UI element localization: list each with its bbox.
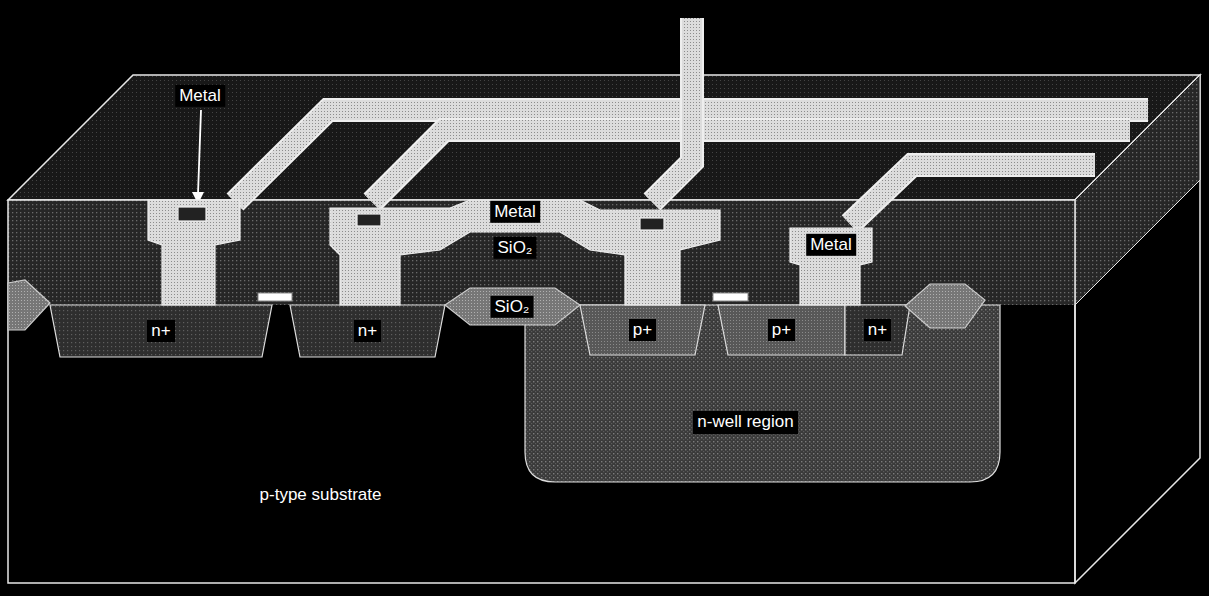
layer-label: Metal: [490, 201, 540, 223]
gate: [713, 293, 748, 301]
label-holder: Metal: [490, 201, 540, 223]
n-well-region: n-well region p+ p+ n+: [525, 305, 1000, 482]
n-plus-region: n+: [845, 305, 910, 355]
label-holder: Metal: [806, 234, 856, 256]
region-shape: [50, 305, 272, 357]
metal-line: [652, 18, 692, 202]
label-holder: SiO₂: [494, 237, 537, 259]
label-holder: SiO₂: [491, 296, 534, 318]
p-plus-region: p+: [580, 305, 705, 355]
region-label: p+: [768, 319, 795, 341]
metal-lines: [235, 18, 1148, 224]
region-label: n+: [864, 319, 891, 341]
via-hole: [357, 214, 381, 226]
region-shape: [718, 305, 845, 355]
layer-label: SiO₂: [491, 296, 534, 318]
right-face: [1075, 75, 1200, 583]
metal-contact: [790, 228, 872, 305]
field-oxide: [445, 288, 580, 325]
leader-line: [198, 110, 201, 194]
region-label: n-well region: [693, 411, 797, 433]
layer-label: Metal: [806, 234, 856, 256]
metal-line-edge: [652, 18, 692, 202]
metal-line: [850, 165, 1095, 224]
region-label: p-type substrate: [256, 484, 386, 506]
n-plus-region: n+: [290, 305, 445, 357]
metal-contact: [148, 200, 240, 305]
front-face-outline: [8, 200, 1075, 583]
field-oxide: [8, 280, 50, 330]
label-holder: Metal: [175, 85, 225, 107]
region-shape: [525, 305, 1000, 482]
metal-interconnect: [330, 200, 720, 305]
field-oxide: [905, 284, 985, 328]
substrate-region: p-type substrate n+ n+ n-well region p+ p+ n+: [8, 305, 1075, 583]
region-label: n+: [147, 320, 174, 342]
gate: [258, 293, 292, 301]
via-hole: [178, 207, 206, 221]
region-shape: [580, 305, 705, 355]
metal-line-edge: [850, 165, 1095, 224]
region-label: p+: [629, 319, 656, 341]
via-hole: [640, 218, 664, 230]
n-plus-region: n+: [50, 305, 272, 357]
region-shape: [845, 305, 910, 355]
region-label: n+: [354, 320, 381, 342]
p-plus-region: p+: [718, 305, 845, 355]
layer-label: Metal: [175, 85, 225, 107]
layer-label: SiO₂: [494, 237, 537, 259]
region-shape: [290, 305, 445, 357]
